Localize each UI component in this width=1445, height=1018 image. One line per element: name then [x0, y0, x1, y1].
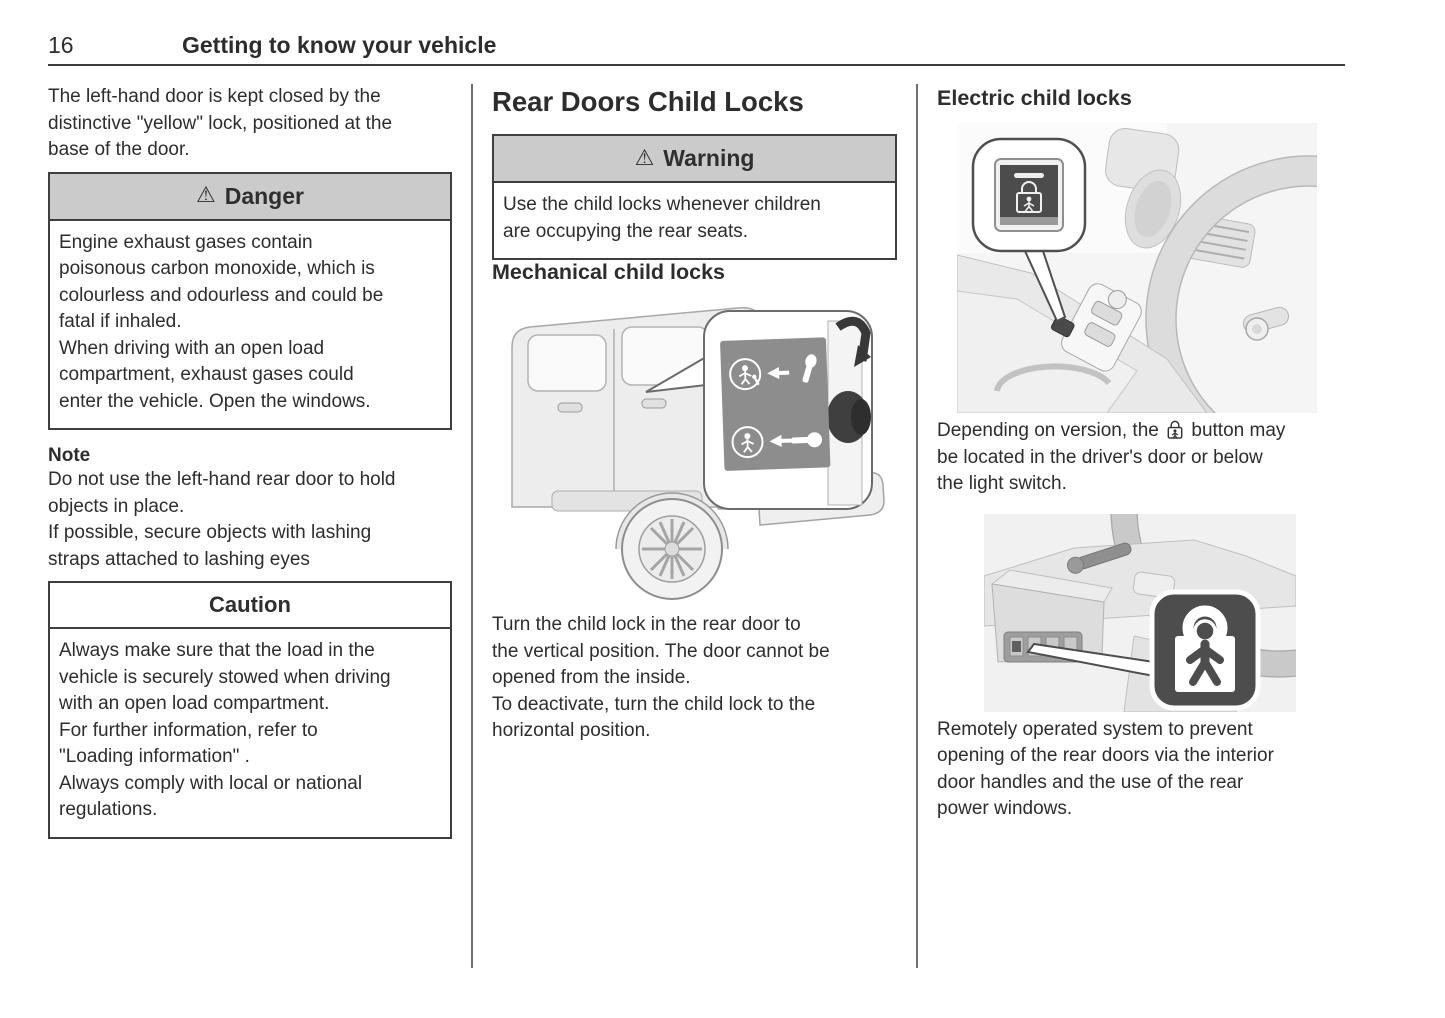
caution-box-body: Always make sure that the load in the ve…	[59, 640, 391, 820]
child-lock-callout-icon	[1149, 589, 1261, 710]
caution-box-title: Caution	[209, 592, 291, 617]
section-heading: Rear Doors Child Locks	[492, 86, 804, 117]
page-header: 16 Getting to know your vehicle	[0, 0, 1445, 59]
warning-box-title: Warning	[663, 145, 755, 171]
danger-box: ⚠ Danger Engine exhaust gases contain po…	[48, 171, 452, 430]
left-column: The left-hand door is kept closed by the…	[48, 84, 452, 970]
mechanical-child-locks-heading: Mechanical child locks	[492, 260, 726, 284]
warning-triangle-icon: ⚠	[196, 183, 216, 208]
para1-text-before: Depending on version, the	[937, 420, 1165, 441]
three-column-layout: The left-hand door is kept closed by the…	[48, 84, 1445, 970]
page-number: 16	[48, 32, 74, 58]
mechanical-locks-paragraph: Turn the child lock in the rear door to …	[492, 614, 830, 741]
door-button-figure	[956, 123, 1445, 483]
dashboard-button-figure	[983, 339, 1445, 717]
warning-triangle-icon: ⚠	[634, 145, 655, 171]
warning-box: ⚠ Warning Use the child locks whenever c…	[492, 134, 897, 260]
child-lock-label	[720, 337, 831, 471]
child-lock-button-icon	[994, 158, 1064, 232]
intro-paragraph: The left-hand door is kept closed by the…	[48, 86, 393, 160]
header-rule	[48, 64, 1345, 66]
page-title: Getting to know your vehicle	[182, 32, 497, 58]
danger-box-header: ⚠ Danger	[50, 173, 450, 221]
note-paragraph: Do not use the left-hand rear door to ho…	[48, 469, 396, 570]
driver-door-illustration	[956, 123, 1445, 483]
electric-child-locks-heading: Electric child locks	[937, 86, 1132, 110]
caution-box: Caution Always make sure that the load i…	[48, 581, 452, 839]
column-divider	[471, 84, 473, 968]
van-illustration	[511, 307, 885, 600]
child-lock-icon	[1167, 420, 1183, 439]
middle-column: Rear Doors Child Locks ⚠ Warning Use the…	[492, 84, 897, 970]
danger-box-title: Danger	[224, 182, 304, 209]
electric-locks-paragraph: Depending on version, the button may be …	[937, 418, 1344, 498]
para1-text-after: button may be located in the driver's do…	[937, 420, 1286, 494]
warning-box-header: ⚠ Warning	[494, 136, 895, 183]
dashboard-illustration	[983, 339, 1445, 712]
van-child-lock-figure	[506, 295, 897, 612]
caution-box-header: Caution	[50, 583, 450, 629]
warning-box-body: Use the child locks whenever children ar…	[503, 194, 821, 242]
right-column: Electric child locks	[937, 84, 1445, 970]
column-divider	[916, 84, 918, 968]
remote-system-paragraph: Remotely operated system to prevent open…	[937, 718, 1274, 820]
danger-box-body: Engine exhaust gases contain poisonous c…	[59, 231, 384, 412]
note-heading: Note	[48, 445, 91, 466]
